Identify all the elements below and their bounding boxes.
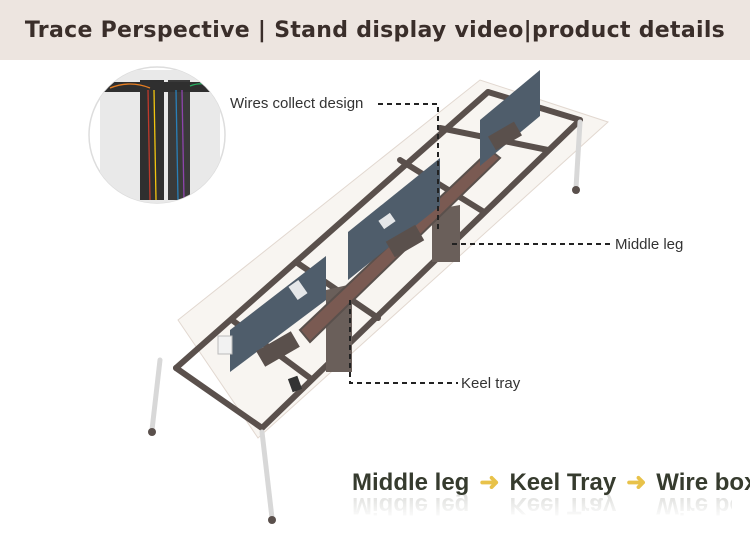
callout-middle-leg: Middle leg [615, 236, 684, 253]
flow-step-keel-tray: Keel Tray [509, 468, 617, 496]
flow-row: Middle leg ➜ Keel Tray ➜ Wire box [352, 468, 750, 497]
callout-wires-collect: Wires collect design [230, 95, 364, 112]
page-title: Trace Perspective | Stand display video|… [24, 17, 726, 43]
flow-step-middle-leg: Middle leg [352, 468, 470, 496]
flow-sequence: Middle leg ➜ Keel Tray ➜ Wire box Middle… [352, 468, 750, 538]
callout-lines [349, 103, 612, 384]
product-scene [0, 60, 750, 551]
desk-legs [149, 119, 583, 521]
flow-step-keel-tray-reflection: Keel Tray [509, 492, 617, 520]
arrow-right-icon: ➜ [479, 469, 500, 496]
wire-boxes [256, 121, 522, 367]
header-banner: Trace Perspective | Stand display video|… [0, 0, 750, 60]
wire-detail-inset [88, 66, 226, 204]
arrow-right-icon: ➜ [626, 469, 647, 496]
flow-reflection: Middle leg ➜ Keel Tray ➜ Wire box [352, 491, 750, 520]
flow-step-middle-leg-reflection: Middle leg [352, 492, 470, 520]
flow-step-wire-box: Wire box [656, 468, 750, 496]
desk-accessories [217, 335, 303, 393]
callout-keel-tray: Keel tray [461, 375, 521, 392]
desk-illustration [88, 66, 612, 524]
